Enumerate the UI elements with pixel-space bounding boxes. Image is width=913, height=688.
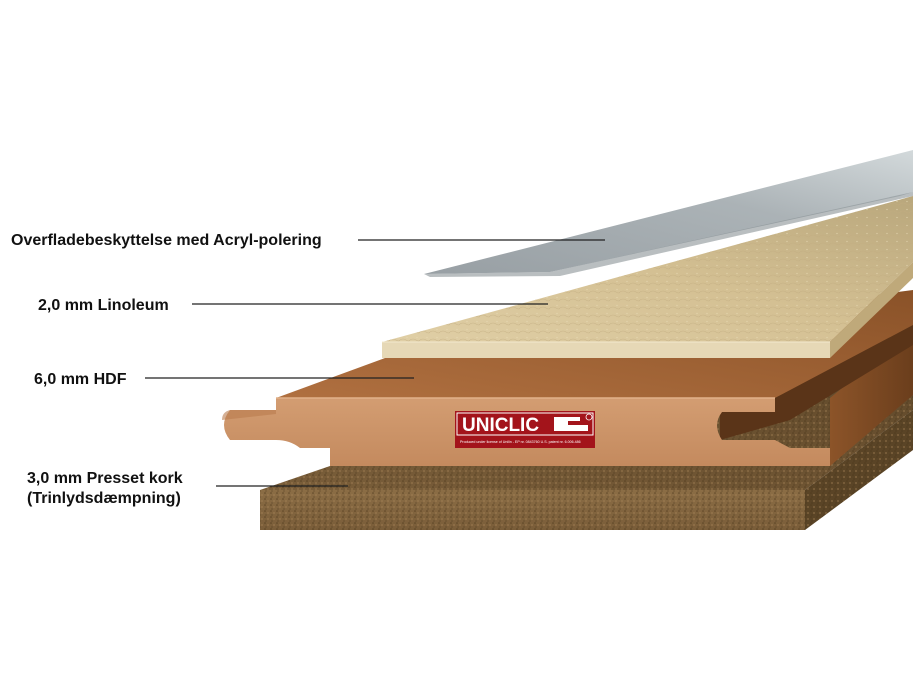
uniclic-joint-icon [554, 413, 593, 431]
linoleum-layer [382, 196, 913, 358]
label-acryl-coating: Overfladebeskyttelse med Acryl-polering [11, 232, 322, 249]
label-cork: 3,0 mm Presset kork (Trinlydsdæmpning) [27, 469, 183, 509]
logo-fine-print: Produced under license of Unilin - EP nr… [460, 440, 581, 444]
leader-lines [145, 239, 605, 487]
acryl-layer [424, 150, 913, 277]
label-hdf: 6,0 mm HDF [34, 371, 127, 388]
label-cork-line1: 3,0 mm Presset kork [27, 470, 183, 487]
label-cork-line2: (Trinlydsdæmpning) [27, 490, 181, 507]
uniclic-logo: UNICLIC Produced under license of Unilin… [455, 411, 595, 448]
label-linoleum: 2,0 mm Linoleum [38, 297, 169, 314]
logo-brand-text: UNICLIC [462, 415, 539, 436]
